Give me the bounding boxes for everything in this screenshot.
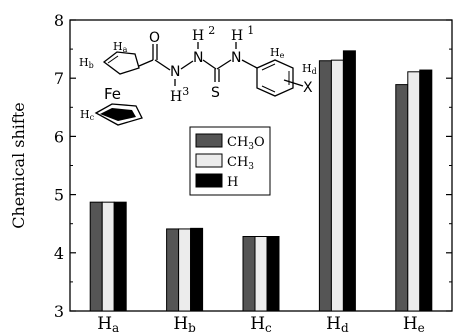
- h3-label: H3: [170, 85, 189, 105]
- o-label: O: [149, 30, 160, 46]
- bar: [166, 228, 180, 312]
- x-tick-label: Ha: [97, 314, 119, 333]
- y-tick-label: 7: [54, 69, 64, 88]
- bond-n3-n2: [180, 60, 194, 70]
- bar: [89, 201, 103, 312]
- bar: [101, 201, 115, 312]
- fe-label: Fe: [104, 85, 121, 103]
- n2-label: N: [193, 50, 203, 66]
- bar: [318, 60, 332, 312]
- benzene-ring: [256, 59, 294, 97]
- legend-swatch: [195, 153, 223, 168]
- y-tick-label: 3: [54, 302, 64, 321]
- bond-cp-carbonyl: [138, 59, 154, 67]
- x-tick-label: Hd: [326, 314, 349, 333]
- bar: [242, 236, 256, 312]
- legend-label: CH3O: [227, 135, 265, 152]
- s-label: S: [211, 85, 220, 101]
- y-tick-label: 5: [54, 186, 64, 205]
- bond-n1-ring: [241, 59, 258, 69]
- bar: [330, 59, 344, 312]
- legend-swatch: [195, 133, 223, 148]
- hb-label: Hb: [79, 56, 94, 70]
- bar: [407, 71, 421, 312]
- bond-ring-x: [283, 79, 304, 87]
- n3-label: N: [170, 64, 180, 80]
- benzene-double-3: [261, 85, 276, 93]
- bar: [254, 236, 268, 312]
- hd-label: Hd: [302, 62, 317, 76]
- bond-cs-n1: [216, 59, 232, 70]
- legend-label: CH3: [227, 155, 254, 172]
- cp-bond-top-inner: [107, 55, 119, 64]
- x-label: X: [303, 80, 313, 96]
- x-tick-label: He: [403, 314, 425, 333]
- legend-label: H: [227, 175, 238, 190]
- bond-c-n3: [154, 59, 171, 71]
- bar: [266, 236, 280, 312]
- legend-swatch: [195, 173, 223, 188]
- n1-label: N: [231, 50, 241, 66]
- y-tick-label: 4: [54, 244, 64, 263]
- cp-ring-bottom-shade: [100, 108, 136, 121]
- y-tick-label: 6: [54, 127, 64, 146]
- bar: [419, 69, 433, 312]
- x-tick-label: Hb: [173, 314, 196, 333]
- hc-label: Hc: [80, 108, 95, 122]
- cp-ring-top: [102, 51, 140, 75]
- y-tick-label: 8: [54, 11, 64, 30]
- bond-n2-cs: [202, 59, 217, 70]
- x-tick-label: Hc: [250, 314, 272, 333]
- he-label: He: [270, 46, 285, 60]
- bar: [113, 201, 127, 312]
- bars: [89, 50, 433, 312]
- y-axis-label: Chemical shifte: [9, 102, 28, 228]
- benzene-double-1: [261, 63, 276, 71]
- bar: [178, 228, 192, 312]
- bar: [342, 50, 356, 312]
- ha-label: Ha: [113, 40, 128, 54]
- cp-ring-bottom: [94, 103, 143, 126]
- bar: [395, 84, 409, 312]
- bar: [190, 227, 204, 312]
